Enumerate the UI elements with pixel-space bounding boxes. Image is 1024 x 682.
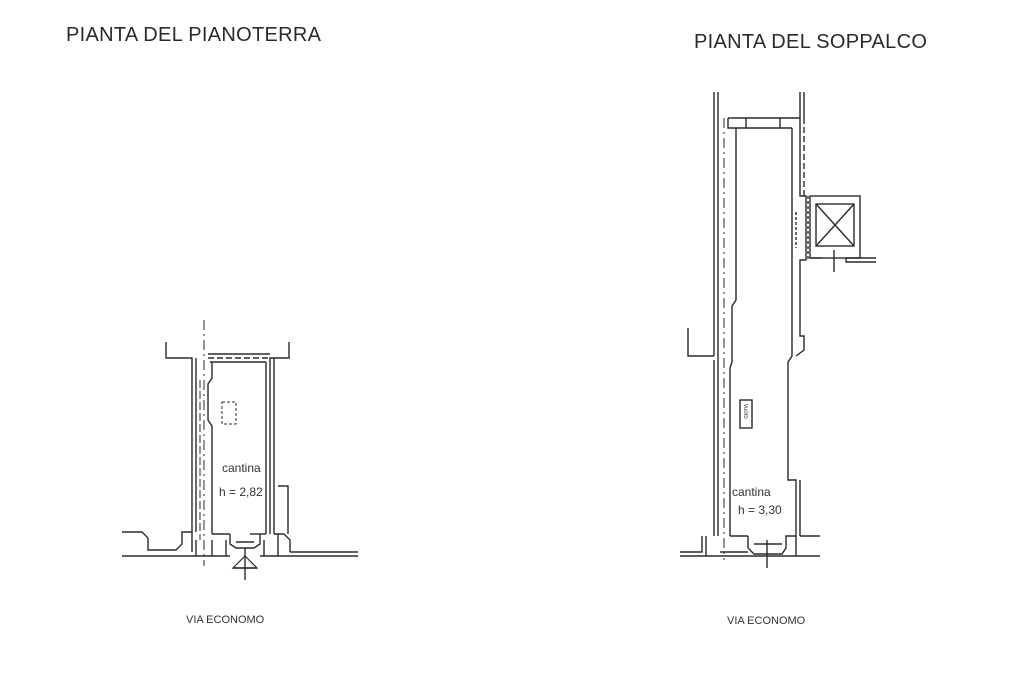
mezzanine-street-label: VIA ECONOMO bbox=[727, 615, 806, 627]
mezzanine-title: PIANTA DEL SOPPALCO bbox=[694, 31, 928, 53]
ground-floor-plan bbox=[122, 320, 358, 580]
mezzanine-room-height: h = 3,30 bbox=[738, 503, 782, 517]
mezzanine-plan bbox=[680, 92, 876, 568]
mezzanine-room-name: cantina bbox=[732, 485, 771, 499]
ground-floor-street-label: VIA ECONOMO bbox=[186, 614, 265, 626]
ground-room-height: h = 2,82 bbox=[219, 485, 263, 499]
mezzanine-box-label: vuoto bbox=[742, 404, 748, 419]
ground-room-name: cantina bbox=[222, 461, 261, 475]
ground-floor-title: PIANTA DEL PIANOTERRA bbox=[66, 24, 322, 46]
